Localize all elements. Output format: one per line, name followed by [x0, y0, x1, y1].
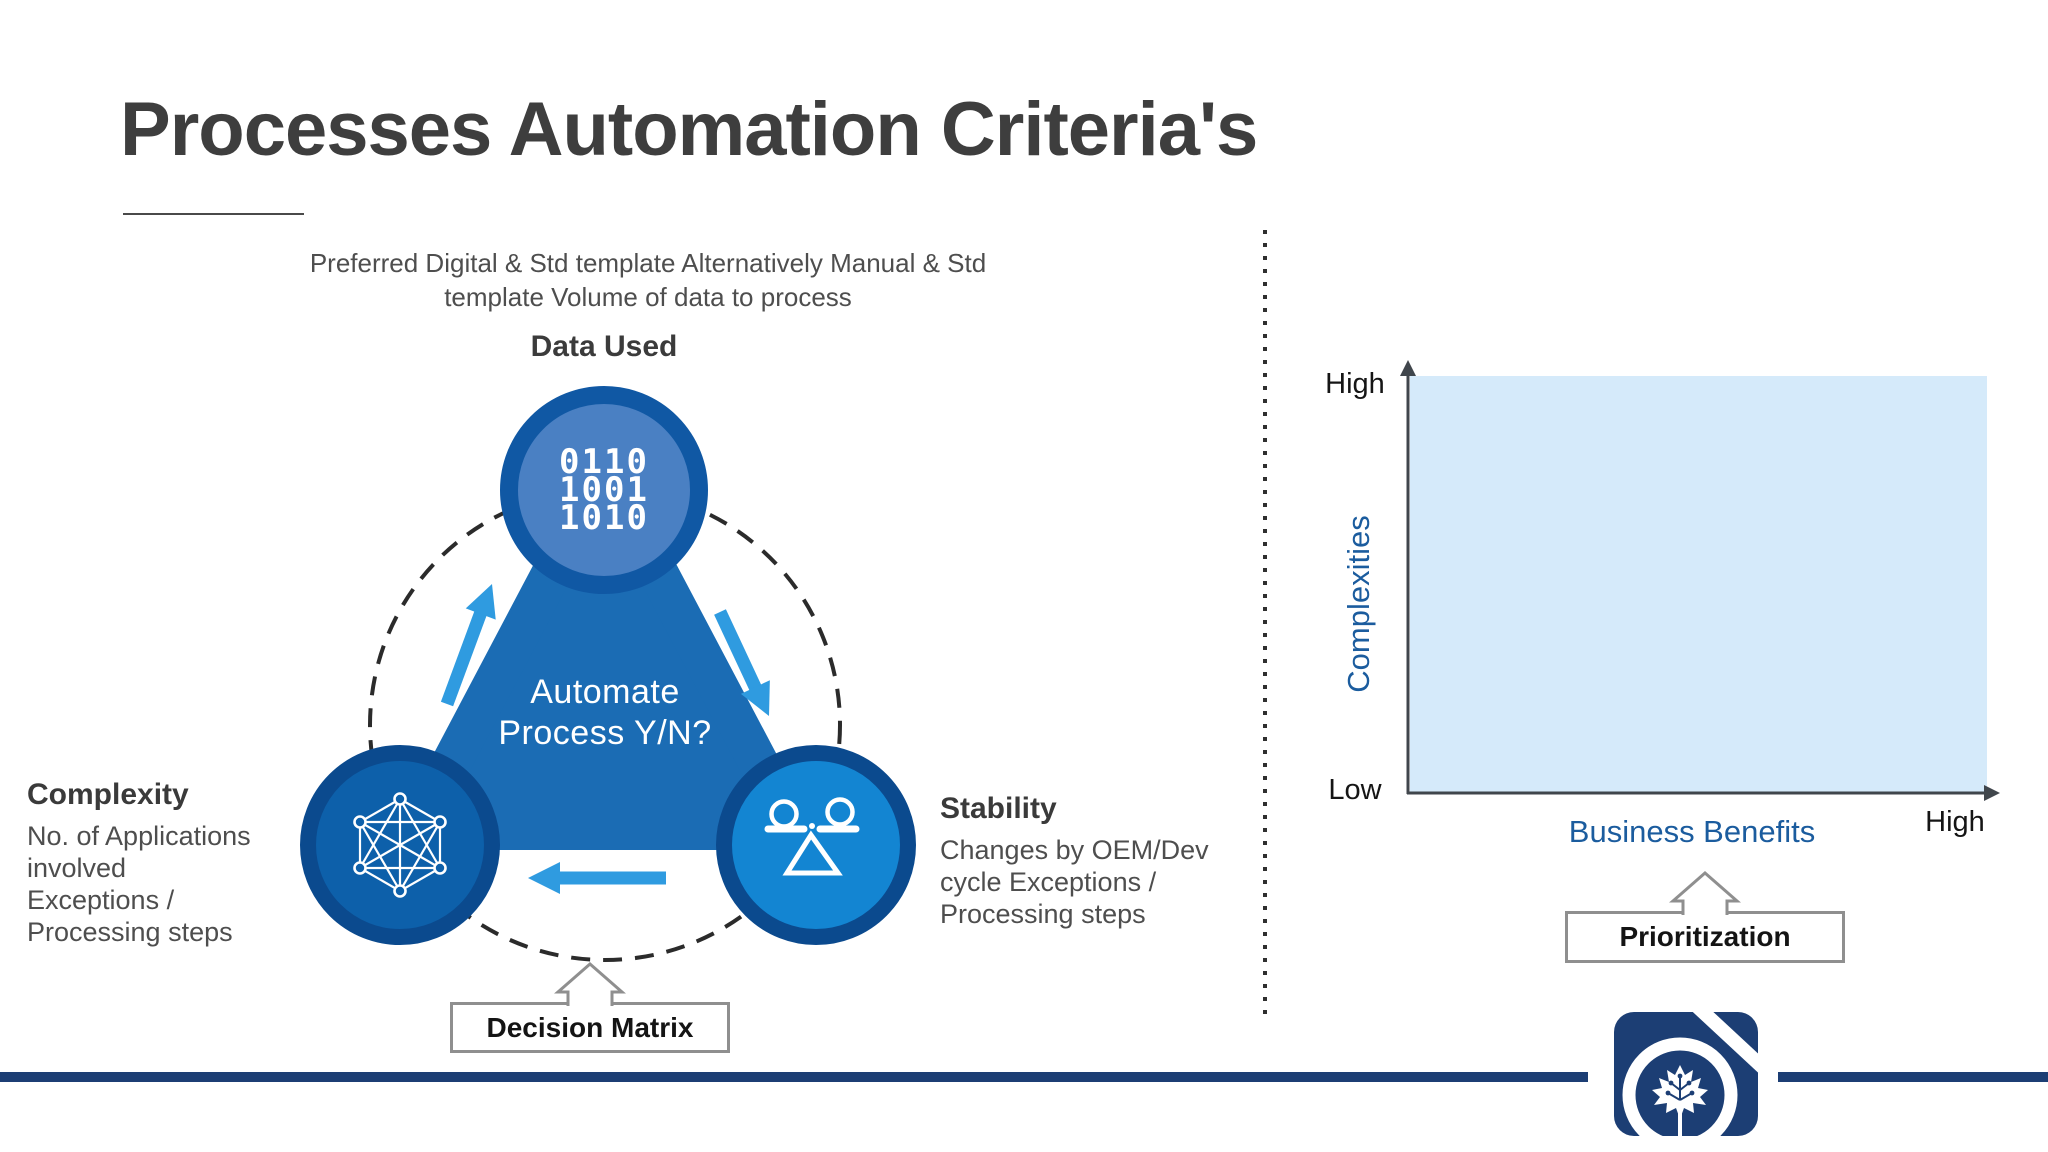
complexity-description: No. of Applications involved Exceptions … — [27, 820, 317, 948]
network-icon — [353, 792, 447, 898]
chart-area-fill — [1410, 376, 1987, 792]
complexity-title: Complexity — [27, 778, 189, 811]
decision-matrix-box: Decision Matrix — [450, 1002, 730, 1053]
binary-code-icon: 0110 1001 1010 — [500, 442, 708, 538]
maple-leaf-icon — [1652, 1065, 1708, 1136]
up-chevron-icon-decision — [554, 962, 626, 1006]
leaf-circuit-traces — [1667, 1076, 1693, 1101]
complexity-line2: involved — [27, 853, 127, 883]
logo-ring — [1622, 1037, 1738, 1152]
stability-line2: cycle Exceptions / — [940, 867, 1157, 897]
footer-bar-right — [1778, 1072, 2048, 1082]
binary-line2: 1001 — [559, 470, 649, 510]
cycle-arrow-up-icon — [440, 584, 496, 707]
chart-y-high-label: High — [1325, 368, 1385, 400]
title-underline — [123, 213, 304, 215]
center-question-line2: Process Y/N? — [498, 714, 712, 752]
center-question-line1: Automate — [530, 673, 680, 711]
section-divider — [1263, 230, 1267, 1016]
stability-description: Changes by OEM/Dev cycle Exceptions / Pr… — [940, 834, 1270, 930]
prioritization-label: Prioritization — [1619, 921, 1791, 952]
footer-bar-left — [0, 1072, 1588, 1082]
center-question-label: Automate Process Y/N? — [455, 672, 755, 754]
automation-triangle — [396, 452, 814, 850]
cycle-arrow-down-icon — [714, 609, 770, 716]
decision-matrix-label: Decision Matrix — [486, 1011, 694, 1043]
complexity-line4: Processing steps — [27, 917, 233, 947]
chart-x-axis — [1407, 785, 2000, 801]
cycle-arrow-left-icon — [528, 862, 666, 894]
binary-line1: 0110 — [559, 442, 649, 482]
logo-slash — [1683, 1000, 1777, 1082]
prioritization-box: Prioritization — [1565, 911, 1845, 963]
company-logo — [1614, 1000, 1777, 1152]
subtitle-line1: Preferred Digital & Std template Alterna… — [309, 248, 987, 278]
balance-icon — [764, 797, 860, 876]
leaf-circuit-nodes — [1665, 1073, 1695, 1096]
stability-line3: Processing steps — [940, 899, 1146, 929]
data-used-description: Preferred Digital & Std template Alterna… — [248, 246, 1048, 314]
chart-y-axis — [1400, 360, 1416, 794]
stability-title: Stability — [940, 792, 1057, 825]
stability-line1: Changes by OEM/Dev — [940, 835, 1209, 865]
chart-x-high-label: High — [1925, 806, 1985, 838]
chart-y-low-label: Low — [1328, 774, 1382, 806]
complexity-line3: Exceptions / — [27, 885, 175, 915]
subtitle-line2: template Volume of data to process — [444, 282, 852, 312]
chart-x-axis-title: Business Benefits — [1568, 814, 1816, 849]
complexity-line1: No. of Applications — [27, 821, 251, 851]
data-used-label: Data Used — [530, 330, 678, 363]
binary-line3: 1010 — [559, 498, 649, 538]
up-chevron-icon-prioritization — [1669, 871, 1741, 915]
page-title: Processes Automation Criteria's — [120, 87, 1258, 172]
